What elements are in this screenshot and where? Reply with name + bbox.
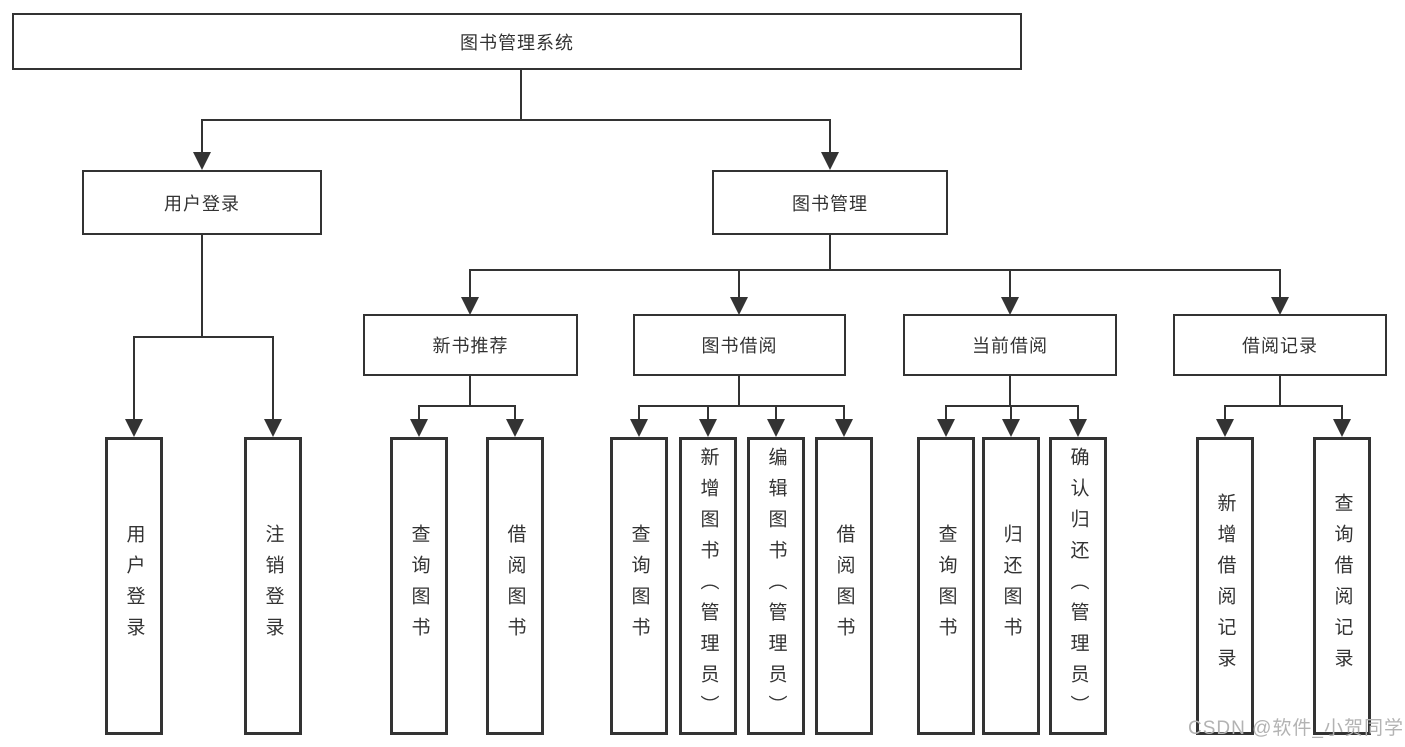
arrow-down-leaf-logout: [264, 419, 282, 437]
leaf-user-login: 用户登录: [105, 437, 163, 735]
leaf-query-books-recommend: 查询图书: [390, 437, 448, 735]
connector-new-leaf1-drop: [418, 405, 420, 422]
connector-current-stem: [1009, 376, 1011, 407]
leaf-confirm-return-admin-label: 确认归还（管理员）: [1067, 446, 1089, 726]
connector-sec-new-drop: [469, 269, 471, 300]
leaf-query-books-borrowing: 查询图书: [610, 437, 668, 735]
node-new-book-recommend: 新书推荐: [363, 314, 578, 376]
node-new-book-recommend-label: 新书推荐: [432, 336, 509, 356]
connector-record-stem: [1279, 376, 1281, 407]
leaf-borrow-books-recommend: 借阅图书: [486, 437, 544, 735]
arrow-down-borrow-leaf3: [767, 419, 785, 437]
leaf-borrow-books-borrowing-label: 借阅图书: [833, 524, 855, 648]
connector-borrow-leaf3-drop: [775, 405, 777, 422]
connector-root-stem: [520, 70, 522, 120]
arrow-down-record-leaf2: [1333, 419, 1351, 437]
connector-borrow-leaf4-drop: [843, 405, 845, 422]
connector-user-branch-rail: [133, 336, 274, 338]
arrow-down-sec-new: [461, 297, 479, 315]
node-borrowing-records-label: 借阅记录: [1242, 336, 1318, 356]
node-user-login-branch-label: 用户登录: [164, 193, 240, 214]
leaf-query-books-current-label: 查询图书: [935, 524, 957, 648]
leaf-query-books-current: 查询图书: [917, 437, 975, 735]
connector-new-leaf2-drop: [514, 405, 516, 422]
arrow-down-borrow-leaf2: [699, 419, 717, 437]
connector-borrow-leaf2-drop: [707, 405, 709, 422]
connector-borrow-stem: [738, 376, 740, 407]
leaf-add-borrow-record: 新增借阅记录: [1196, 437, 1254, 735]
connector-current-leaf1-drop: [945, 405, 947, 422]
leaf-add-books-admin: 新增图书（管理员）: [679, 437, 737, 735]
node-current-borrowing: 当前借阅: [903, 314, 1117, 376]
arrow-down-sec-current: [1001, 297, 1019, 315]
arrow-down-sec-record: [1271, 297, 1289, 315]
arrow-down-new-leaf1: [410, 419, 428, 437]
leaf-logout-label: 注销登录: [262, 524, 284, 648]
node-book-borrowing: 图书借阅: [633, 314, 846, 376]
node-library-system: 图书管理系统: [12, 13, 1022, 70]
connector-leaf-logout-drop: [272, 336, 274, 422]
connector-book-branch-rail: [470, 269, 1281, 271]
arrow-down-sec-borrow: [730, 297, 748, 315]
node-library-system-label: 图书管理系统: [460, 32, 574, 53]
node-borrowing-records: 借阅记录: [1173, 314, 1387, 376]
connector-current-leaf3-drop: [1077, 405, 1079, 422]
csdn-watermark: CSDN @软件_小贺同学: [1188, 718, 1404, 739]
connector-current-rail: [946, 405, 1079, 407]
leaf-edit-books-admin-label: 编辑图书（管理员）: [765, 446, 787, 726]
connector-root-rail: [201, 119, 831, 121]
connector-book-mgmt-drop: [829, 119, 831, 155]
connector-record-leaf1-drop: [1224, 405, 1226, 422]
leaf-return-books-label: 归还图书: [1000, 524, 1022, 648]
leaf-add-books-admin-label: 新增图书（管理员）: [697, 446, 719, 726]
node-book-management-label: 图书管理: [792, 193, 868, 214]
leaf-borrow-books-recommend-label: 借阅图书: [504, 524, 526, 648]
arrow-down-current-leaf3: [1069, 419, 1087, 437]
leaf-query-borrow-record: 查询借阅记录: [1313, 437, 1371, 735]
leaf-query-borrow-record-label: 查询借阅记录: [1331, 493, 1353, 679]
node-book-management: 图书管理: [712, 170, 948, 235]
connector-record-rail: [1225, 405, 1343, 407]
connector-borrow-leaf1-drop: [638, 405, 640, 422]
connector-sec-record-drop: [1279, 269, 1281, 300]
leaf-borrow-books-borrowing: 借阅图书: [815, 437, 873, 735]
leaf-add-borrow-record-label: 新增借阅记录: [1214, 493, 1236, 679]
node-current-borrowing-label: 当前借阅: [972, 336, 1048, 356]
arrow-down-borrow-leaf1: [630, 419, 648, 437]
arrow-down-user-login: [193, 152, 211, 170]
node-user-login-branch: 用户登录: [82, 170, 322, 235]
arrow-down-record-leaf1: [1216, 419, 1234, 437]
connector-leaf-user-login-drop: [133, 336, 135, 422]
node-book-borrowing-label: 图书借阅: [701, 336, 778, 356]
connector-borrow-rail: [639, 405, 845, 407]
arrow-down-new-leaf2: [506, 419, 524, 437]
leaf-user-login-label: 用户登录: [123, 524, 145, 648]
arrow-down-leaf-user-login: [125, 419, 143, 437]
connector-new-rail: [419, 405, 516, 407]
leaf-edit-books-admin: 编辑图书（管理员）: [747, 437, 805, 735]
leaf-query-books-borrowing-label: 查询图书: [628, 524, 650, 648]
connector-user-login-drop: [201, 119, 203, 155]
arrow-down-book-mgmt: [821, 152, 839, 170]
connector-record-leaf2-drop: [1341, 405, 1343, 422]
connector-new-stem: [469, 376, 471, 407]
arrow-down-current-leaf2: [1002, 419, 1020, 437]
arrow-down-current-leaf1: [937, 419, 955, 437]
leaf-confirm-return-admin: 确认归还（管理员）: [1049, 437, 1107, 735]
connector-user-branch-stem: [201, 235, 203, 338]
connector-current-leaf2-drop: [1010, 405, 1012, 422]
arrow-down-borrow-leaf4: [835, 419, 853, 437]
connector-book-branch-stem: [829, 235, 831, 271]
connector-sec-current-drop: [1009, 269, 1011, 300]
connector-sec-borrow-drop: [738, 269, 740, 300]
leaf-logout: 注销登录: [244, 437, 302, 735]
leaf-query-books-recommend-label: 查询图书: [408, 524, 430, 648]
leaf-return-books: 归还图书: [982, 437, 1040, 735]
